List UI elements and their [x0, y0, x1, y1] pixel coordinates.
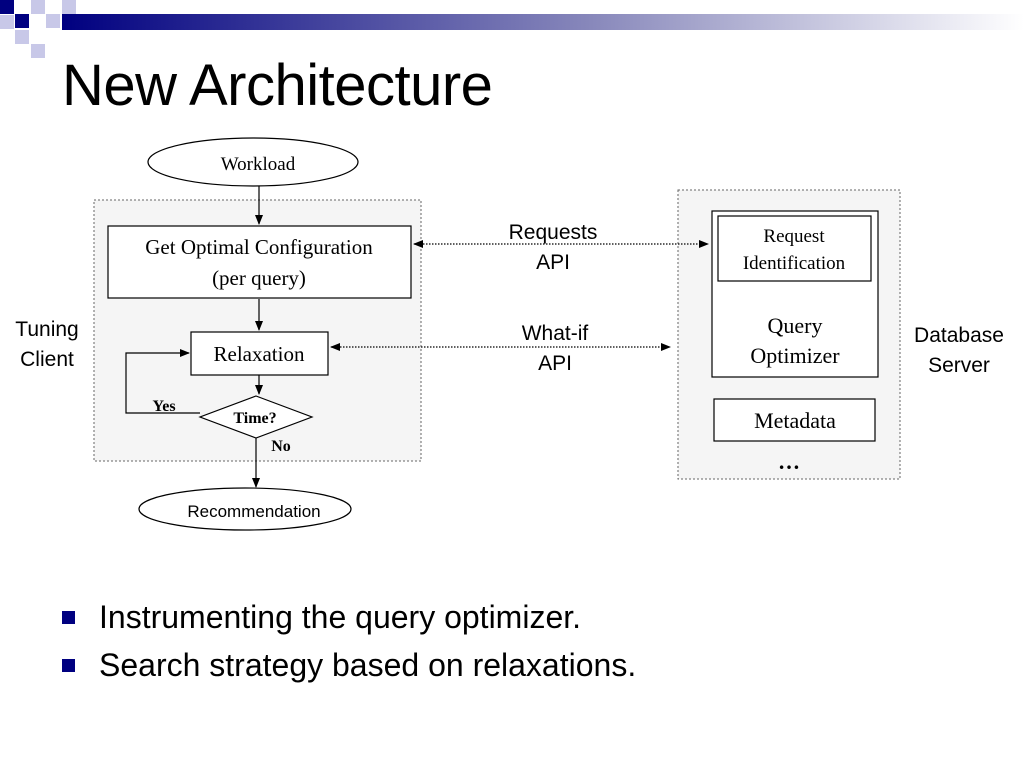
no-label: No	[271, 438, 291, 455]
tuning-client-label-line1: Tuning	[15, 318, 78, 341]
tuning-client-label-line2: Client	[20, 348, 74, 371]
bullet-square-icon	[62, 611, 75, 624]
deco-square	[62, 0, 76, 14]
bullet-item: Search strategy based on relaxations.	[62, 646, 636, 694]
whatif-api-label-line1: What-if	[522, 322, 589, 345]
query-optimizer-line1: Query	[768, 313, 823, 338]
yes-label: Yes	[152, 398, 175, 415]
get-optimal-line1: Get Optimal Configuration	[145, 235, 373, 259]
deco-square	[15, 14, 29, 28]
bullet-item: Instrumenting the query optimizer.	[62, 598, 636, 646]
deco-square	[31, 44, 45, 58]
database-server-label-line1: Database	[914, 324, 1004, 347]
recommendation-ellipse	[138, 487, 352, 531]
bullet-text: Search strategy based on relaxations.	[99, 647, 637, 683]
database-server-label-line2: Server	[928, 354, 990, 377]
requests-api-label-line1: Requests	[509, 221, 598, 244]
request-identification-line1: Request	[763, 226, 825, 247]
deco-square	[31, 0, 45, 14]
query-optimizer-line2: Optimizer	[750, 343, 840, 368]
bullet-square-icon	[62, 659, 75, 672]
deco-square	[15, 30, 29, 44]
slide-title: New Architecture	[62, 53, 493, 118]
title-decoration	[0, 0, 1024, 58]
gradient-bar	[62, 14, 1024, 30]
requests-api-label-line2: API	[536, 251, 570, 274]
request-identification-box	[717, 215, 872, 282]
request-identification-line2: Identification	[743, 253, 846, 274]
bullet-list: Instrumenting the query optimizer. Searc…	[62, 598, 636, 694]
ellipsis-label: …	[778, 449, 800, 474]
whatif-api-label-line2: API	[538, 352, 572, 375]
deco-square	[0, 15, 14, 29]
recommendation-label: Recommendation	[187, 502, 320, 521]
deco-square	[0, 0, 14, 14]
bullet-text: Instrumenting the query optimizer.	[99, 599, 582, 635]
metadata-label: Metadata	[754, 408, 836, 433]
deco-square	[46, 14, 60, 28]
relaxation-label: Relaxation	[214, 342, 305, 366]
workload-ellipse	[147, 137, 359, 187]
get-optimal-configuration-box	[107, 225, 412, 299]
yes-loop-arrow	[125, 349, 200, 414]
workload-label: Workload	[221, 154, 296, 175]
metadata-box	[713, 398, 876, 442]
architecture-diagram: Workload Get Optimal Configuration (per …	[15, 137, 1004, 531]
time-decision-label: Time?	[233, 410, 276, 427]
get-optimal-line2: (per query)	[212, 266, 306, 290]
